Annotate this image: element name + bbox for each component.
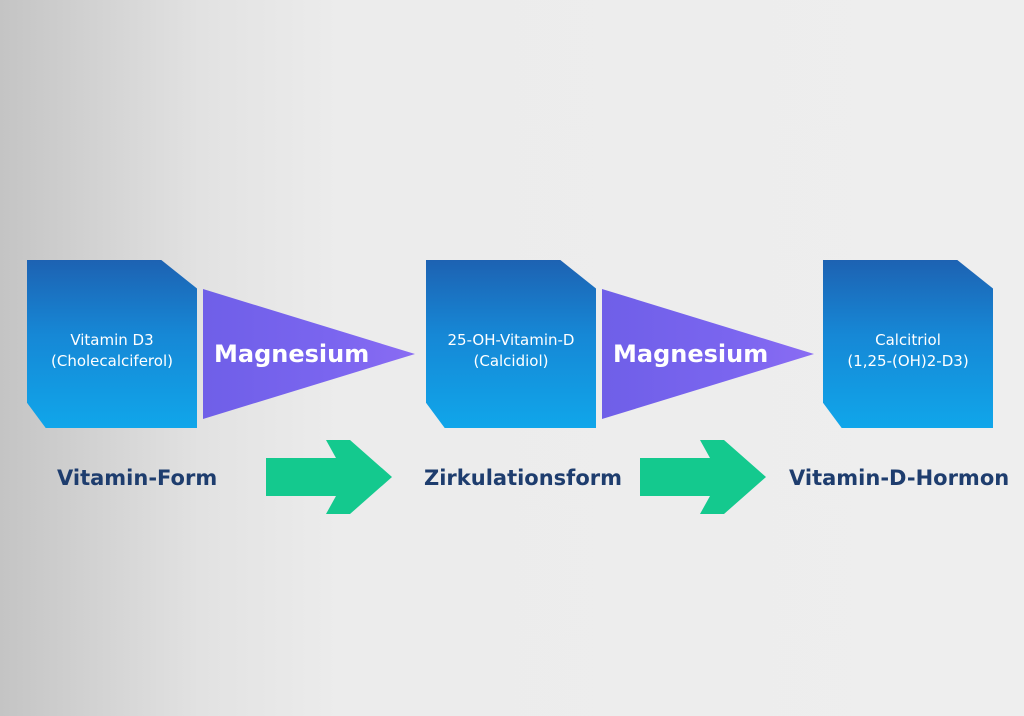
stage-card-calcitriol: Calcitriol (1,25-(OH)2-D3) <box>823 260 993 428</box>
magnesium-label-1: Magnesium <box>214 340 370 368</box>
magnesium-label-2: Magnesium <box>613 340 769 368</box>
stage-card-text: Vitamin D3 (Cholecalciferol) <box>27 330 197 372</box>
stage-name: Calcitriol <box>875 331 941 349</box>
stage-caption-3: Vitamin-D-Hormon <box>789 466 1010 490</box>
stage-subname: (Calcidiol) <box>473 352 549 370</box>
stage-caption-1: Vitamin-Form <box>57 466 218 490</box>
stage-card-vitamin-d3: Vitamin D3 (Cholecalciferol) <box>27 260 197 428</box>
stage-card-text: 25-OH-Vitamin-D (Calcidiol) <box>426 330 596 372</box>
stage-caption-2: Zirkulationsform <box>424 466 622 490</box>
flow-arrow-icon <box>266 440 392 514</box>
stage-subname: (Cholecalciferol) <box>51 352 173 370</box>
stage-name: 25-OH-Vitamin-D <box>447 331 575 349</box>
stage-subname: (1,25-(OH)2-D3) <box>847 352 969 370</box>
stage-name: Vitamin D3 <box>70 331 154 349</box>
stage-card-text: Calcitriol (1,25-(OH)2-D3) <box>823 330 993 372</box>
stage-card-calcidiol: 25-OH-Vitamin-D (Calcidiol) <box>426 260 596 428</box>
flow-arrow-icon <box>640 440 766 514</box>
